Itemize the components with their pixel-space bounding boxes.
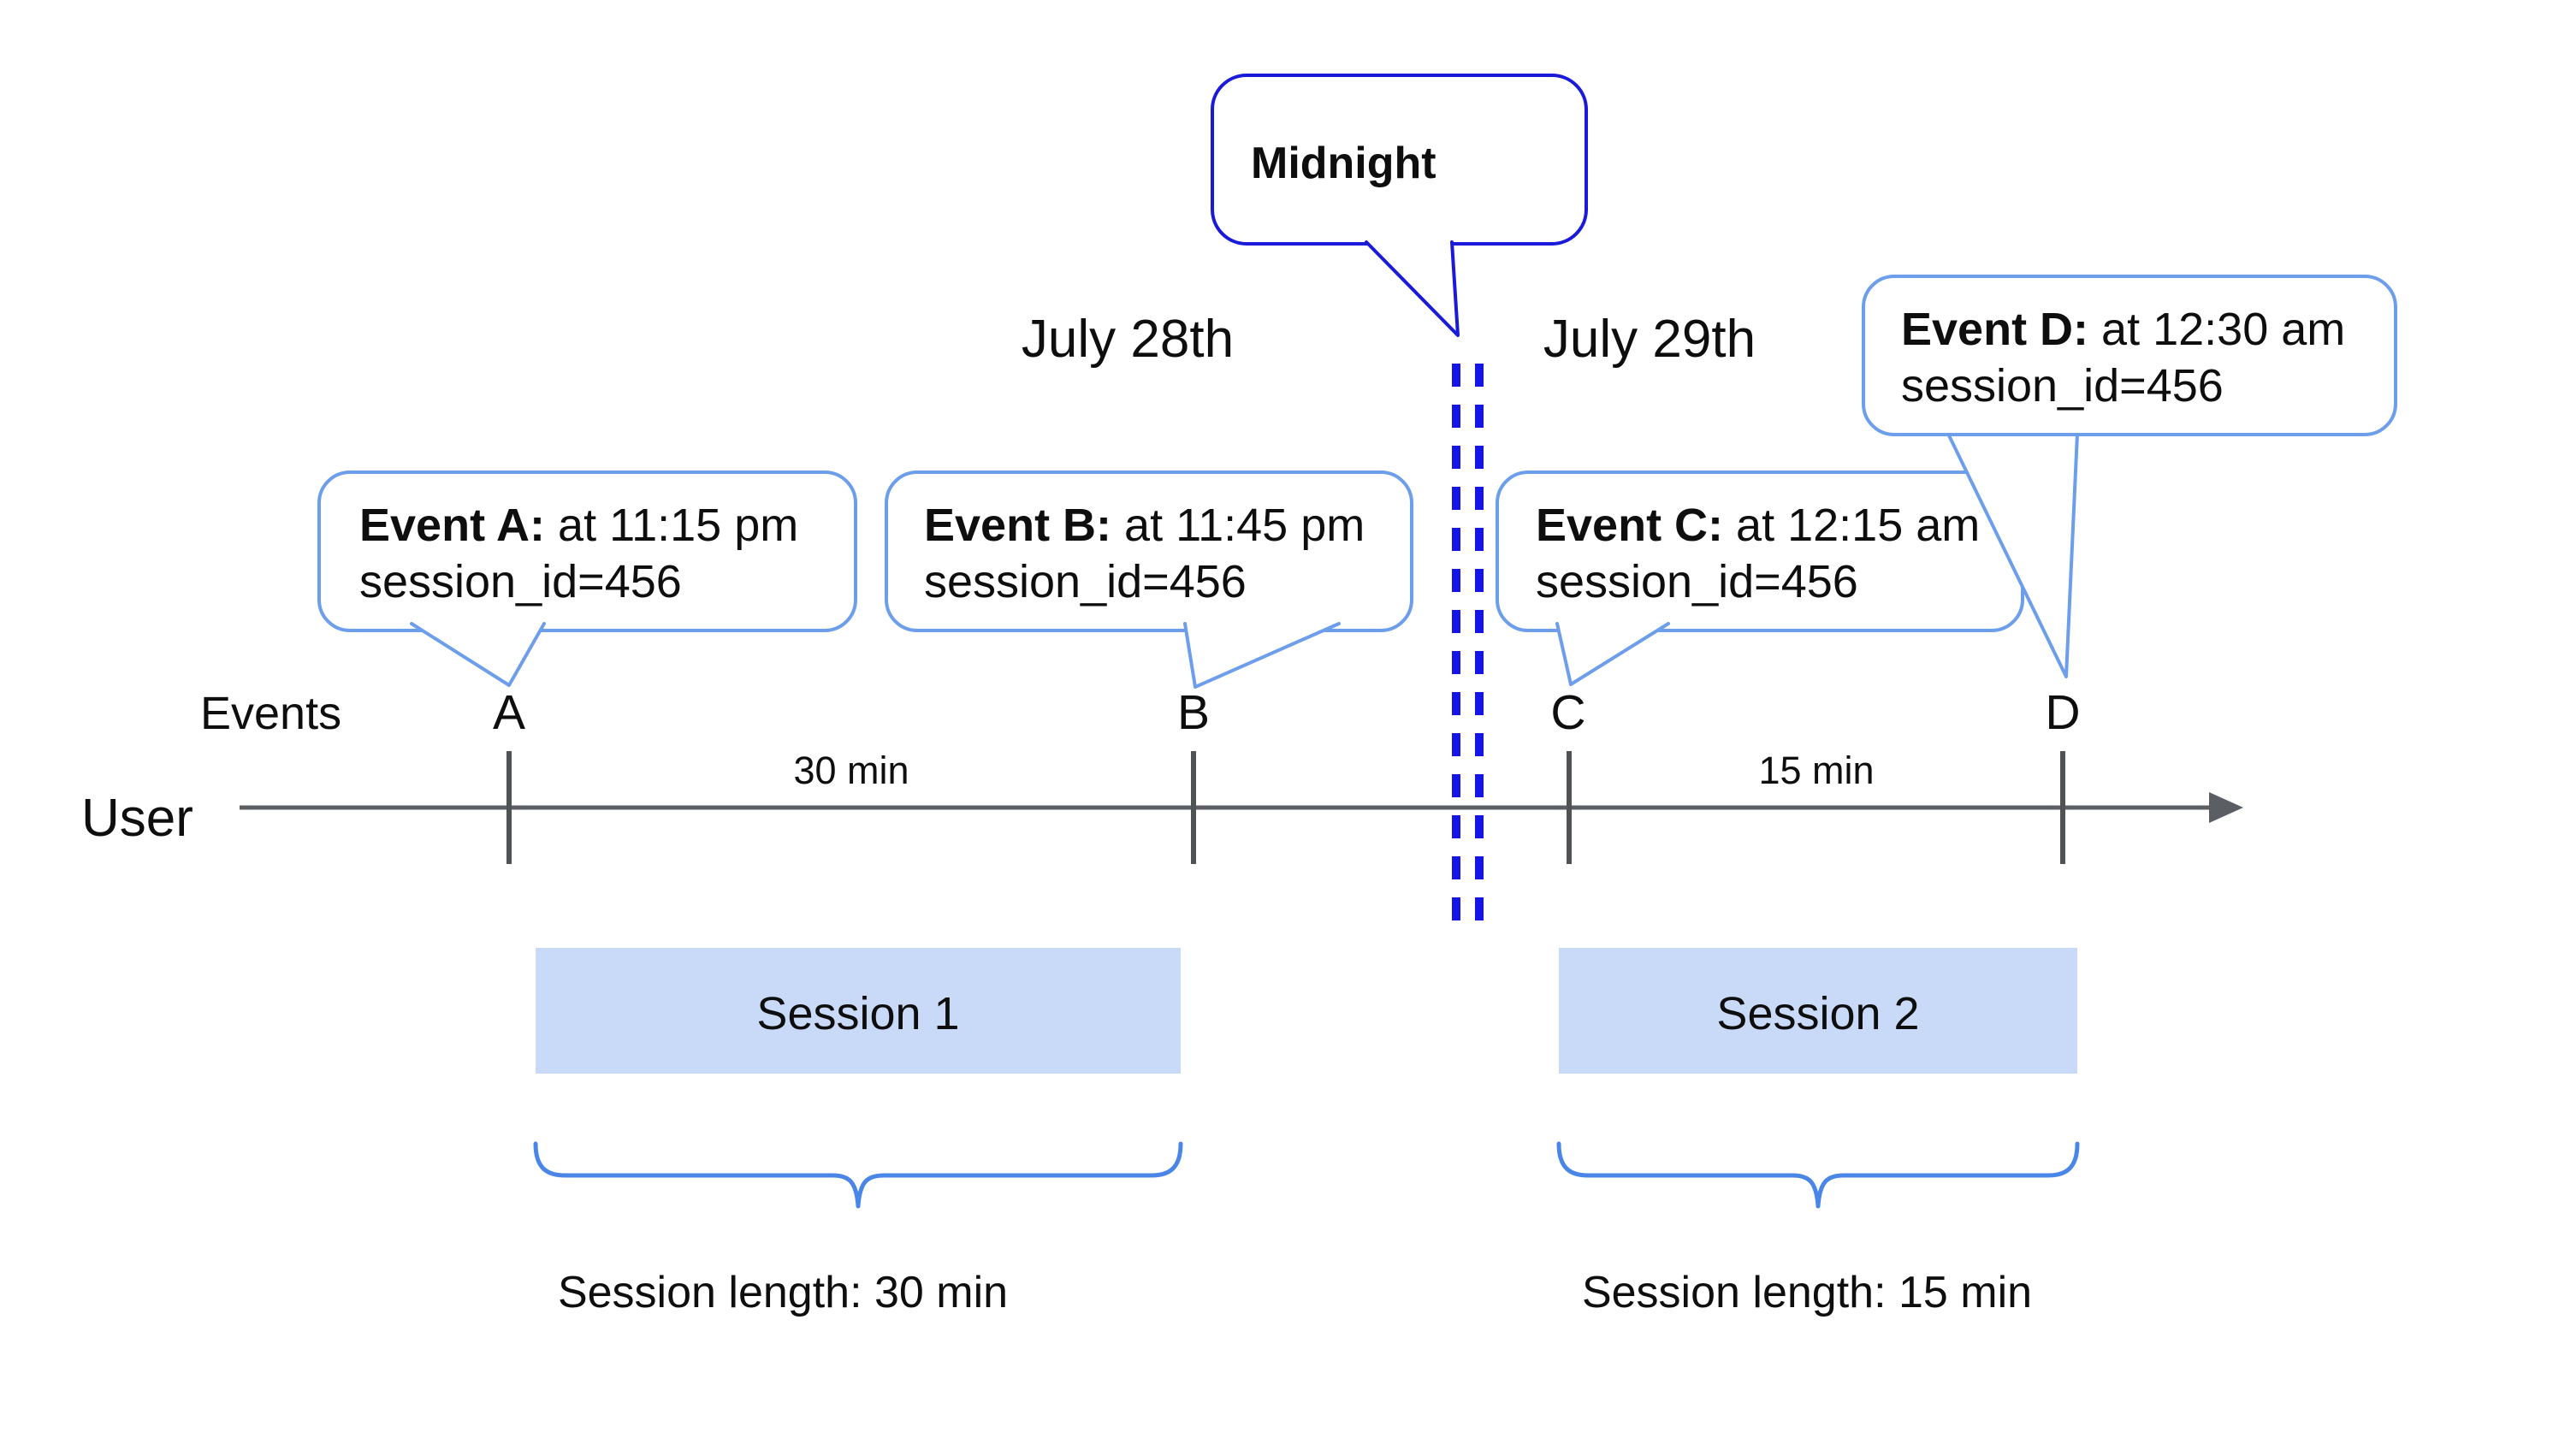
event-letter-b: B	[1177, 685, 1210, 740]
date-label-july-28: July 28th	[1022, 310, 1234, 369]
event-c-session-id: session_id=456	[1536, 556, 1858, 607]
timeline-arrowhead-icon	[2209, 792, 2243, 823]
session-1-length-label: Session length: 30 min	[558, 1268, 1008, 1317]
event-c-callout: Event C: at 12:15 am session_id=456	[1496, 471, 2024, 686]
event-letter-a: A	[493, 685, 525, 740]
session-1-brace	[533, 1141, 1183, 1209]
event-a-callout-tail	[410, 622, 546, 687]
interval-label-30min: 30 min	[793, 749, 909, 792]
event-a-callout-line1: Event A: at 11:15 pm	[359, 500, 798, 551]
event-b-session-id: session_id=456	[924, 556, 1247, 607]
midnight-label: Midnight	[1251, 139, 1436, 188]
session-2-box	[1559, 948, 2077, 1074]
event-d-callout-line1: Event D: at 12:30 am	[1901, 304, 2345, 355]
event-d-callout-bubble	[1862, 275, 2397, 436]
event-b-callout-line1: Event B: at 11:45 pm	[924, 500, 1365, 551]
event-d-callout: Event D: at 12:30 am session_id=456	[1862, 275, 2397, 678]
session-1-box	[536, 948, 1181, 1074]
event-a-session-id: session_id=456	[359, 556, 682, 607]
event-c-title: Event C:	[1536, 500, 1723, 551]
event-b-title: Event B:	[924, 500, 1111, 551]
events-row-label: Events	[200, 688, 341, 739]
event-b-callout: Event B: at 11:45 pm session_id=456	[885, 471, 1413, 689]
event-d-callout-tail	[1946, 432, 2079, 678]
session-2-brace	[1556, 1141, 2080, 1209]
event-d-session-id: session_id=456	[1901, 360, 2224, 411]
event-a-time: at 11:15 pm	[545, 500, 798, 551]
event-letter-d: D	[2045, 685, 2080, 740]
event-c-time: at 12:15 am	[1723, 500, 1980, 551]
event-b-callout-tail	[1183, 622, 1341, 689]
event-c-callout-line1: Event C: at 12:15 am	[1536, 500, 1980, 551]
midnight-callout-tail	[1365, 240, 1460, 337]
midnight-callout: Midnight	[1211, 74, 1588, 337]
event-letter-c: C	[1550, 685, 1585, 740]
user-row-label: User	[81, 789, 193, 848]
session-2-length-label: Session length: 15 min	[1582, 1268, 2032, 1317]
date-label-july-29: July 29th	[1543, 310, 1756, 369]
interval-label-15min: 15 min	[1758, 749, 1874, 792]
event-a-callout-bubble	[317, 471, 857, 632]
event-b-callout-bubble	[885, 471, 1413, 632]
session-1-label: Session 1	[756, 988, 959, 1039]
event-c-callout-tail	[1555, 622, 1670, 686]
event-d-title: Event D:	[1901, 304, 2088, 355]
session-2-label: Session 2	[1716, 988, 1919, 1039]
event-d-time: at 12:30 am	[2088, 304, 2345, 355]
event-a-title: Event A:	[359, 500, 545, 551]
event-b-time: at 11:45 pm	[1111, 500, 1365, 551]
event-a-callout: Event A: at 11:15 pm session_id=456	[317, 471, 857, 687]
